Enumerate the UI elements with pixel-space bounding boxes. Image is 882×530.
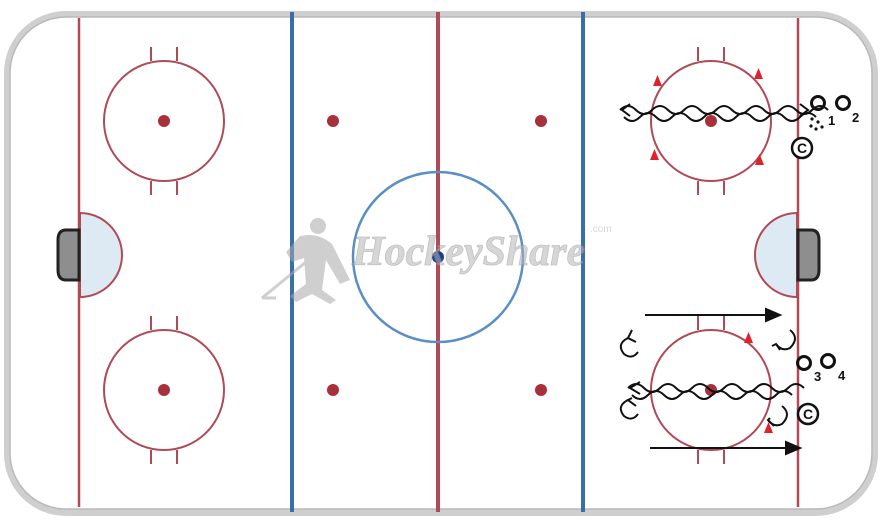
goal-net-left (56, 228, 81, 282)
player-2: 2 (835, 95, 859, 125)
skate-path-wavy (619, 103, 829, 122)
neutral-dot (535, 115, 547, 127)
neutral-dot (327, 384, 339, 396)
faceoff-dot (158, 115, 170, 127)
watermark-brand: HockeyShare (351, 229, 585, 275)
faceoff-circle-right-top (650, 47, 772, 195)
cone-marker (650, 68, 764, 165)
pivot-arrow (619, 329, 796, 427)
hockey-player-icon (261, 218, 350, 304)
pass-arrow (645, 307, 783, 323)
center-faceoff-dot (432, 251, 444, 263)
player-4: 4 (820, 353, 846, 383)
faceoff-circle-right-bottom (650, 316, 772, 464)
goal-net-right (796, 228, 821, 282)
cone-marker (744, 332, 773, 433)
coach-label: C (803, 406, 813, 422)
faceoff-circle-left-bottom (103, 316, 225, 464)
watermark: HockeyShare .com (261, 218, 612, 304)
faceoff-dot (158, 384, 170, 396)
faceoff-dot (705, 115, 717, 127)
player-label: 4 (838, 368, 846, 383)
neutral-dot (327, 115, 339, 127)
watermark-suffix: .com (590, 224, 612, 235)
neutral-dot (535, 384, 547, 396)
faceoff-circle-left-top (103, 47, 225, 195)
coach-bottom: C (796, 402, 820, 426)
player-label: 1 (828, 113, 835, 128)
coach-label: C (797, 140, 807, 156)
player-3: 3 (796, 355, 821, 384)
skate-path-wavy (627, 381, 805, 400)
ice-surface (9, 16, 873, 510)
player-label: 2 (852, 110, 859, 125)
goal-crease-right (754, 211, 798, 299)
pass-arrow (650, 440, 803, 456)
puck-pile (809, 117, 824, 131)
player-label: 3 (814, 369, 821, 384)
goal-crease-left (79, 211, 123, 299)
coach-top: C (790, 136, 814, 160)
center-circle (351, 170, 525, 344)
player-1: 1 (810, 95, 835, 128)
